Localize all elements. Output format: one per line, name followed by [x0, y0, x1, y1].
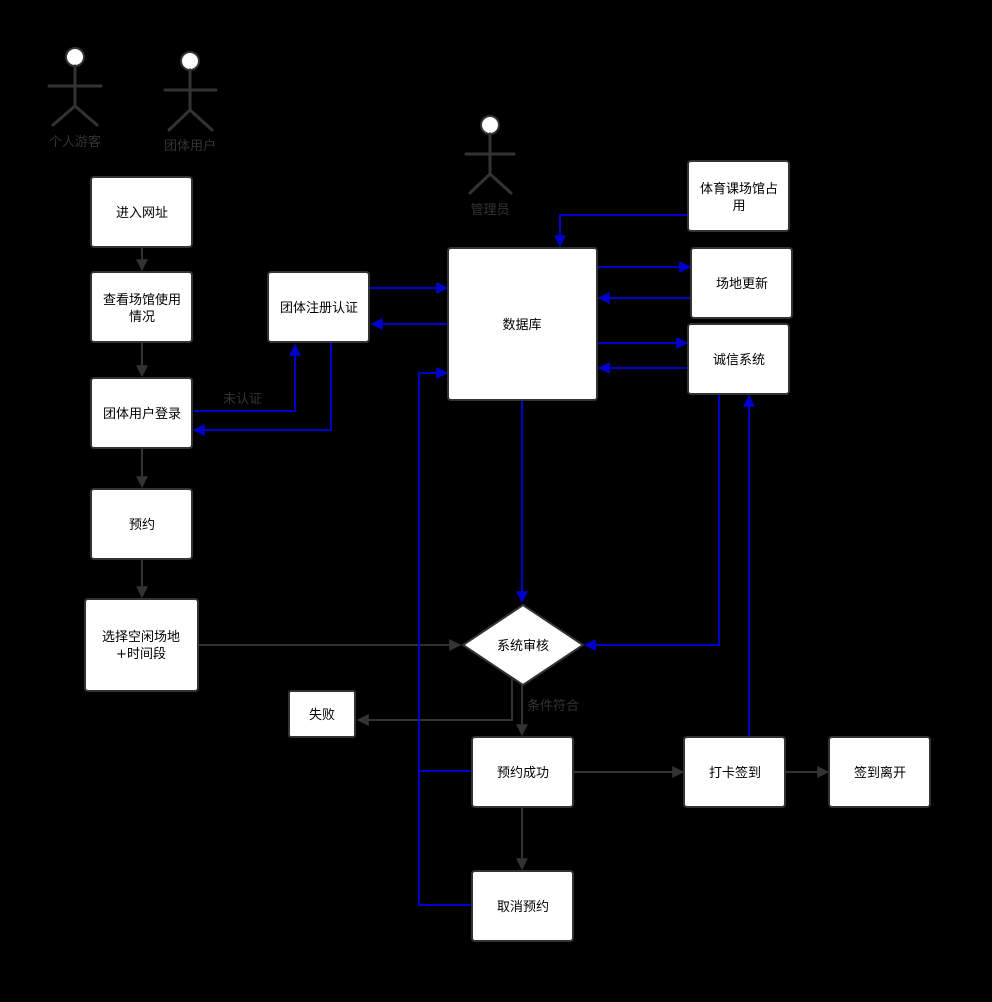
node-label-line1: 查看场馆使用	[103, 292, 181, 308]
node-check-in[interactable]: 打卡签到	[683, 736, 786, 808]
node-label: 进入网址	[116, 206, 168, 221]
node-label-line2: 情况	[129, 310, 155, 325]
node-select-slot[interactable]: 选择空闲场地 +时间段	[84, 598, 199, 692]
node-pe-class-occupancy[interactable]: 体育课场馆占 用	[687, 160, 790, 232]
node-group-register[interactable]: 团体注册认证	[267, 271, 370, 343]
arrow-credit-to-review	[583, 395, 720, 651]
node-enter-url[interactable]: 进入网址	[90, 176, 193, 248]
blue-connectors	[192, 214, 755, 906]
actor-head-icon	[180, 51, 200, 71]
node-view-venue-usage[interactable]: 查看场馆使用 情况	[90, 271, 193, 343]
actor-group-user: 团体用户	[163, 51, 218, 154]
node-label-line2: +时间段	[116, 647, 166, 662]
arrow-register-to-login	[192, 342, 332, 436]
node-group-login[interactable]: 团体用户登录	[90, 377, 193, 449]
node-label: 诚信系统	[713, 353, 765, 368]
node-cancel-reservation[interactable]: 取消预约	[471, 870, 574, 942]
gray-connectors	[136, 247, 830, 871]
arrow-cancel-to-database	[418, 367, 473, 906]
node-label: 团体用户登录	[103, 406, 181, 422]
actor-label-group-user: 团体用户	[164, 138, 216, 154]
node-check-out[interactable]: 签到离开	[828, 736, 931, 808]
actor-head-icon	[480, 115, 500, 135]
node-label: 场地更新	[716, 276, 768, 292]
arrow-review-to-fail	[356, 679, 513, 726]
actor-label-individual-visitor: 个人游客	[49, 134, 101, 150]
actor-individual-visitor: 个人游客	[47, 47, 103, 150]
actor-head-icon	[65, 47, 85, 67]
node-label: 打卡签到	[709, 765, 761, 781]
edge-label-conditions-met: 条件符合	[527, 698, 579, 714]
node-label: 预约成功	[497, 766, 549, 781]
node-reserve[interactable]: 预约	[90, 488, 193, 560]
node-label-line1: 选择空闲场地	[102, 630, 180, 645]
node-system-review[interactable]: 系统审核	[461, 603, 585, 687]
node-label: 失败	[309, 708, 335, 723]
node-label: 预约	[129, 518, 155, 533]
node-venue-update[interactable]: 场地更新	[690, 247, 793, 319]
node-label: 系统审核	[497, 639, 549, 654]
node-fail[interactable]: 失败	[288, 690, 356, 738]
edge-label-unverified: 未认证	[223, 392, 262, 407]
node-credit-system[interactable]: 诚信系统	[687, 323, 790, 395]
arrow-pe-to-database	[554, 214, 688, 248]
node-label-line2: 用	[732, 199, 745, 214]
actor-administrator: 管理员	[464, 115, 516, 218]
node-label: 团体注册认证	[280, 301, 358, 316]
node-label: 数据库	[502, 317, 541, 333]
actor-label-administrator: 管理员	[470, 203, 509, 218]
node-label: 签到离开	[854, 765, 906, 781]
node-database[interactable]: 数据库	[447, 247, 598, 401]
node-label: 取消预约	[497, 900, 549, 915]
arrow-login-to-register	[194, 343, 301, 412]
node-label-line1: 体育课场馆占	[700, 181, 778, 197]
node-reserve-success[interactable]: 预约成功	[471, 736, 574, 808]
